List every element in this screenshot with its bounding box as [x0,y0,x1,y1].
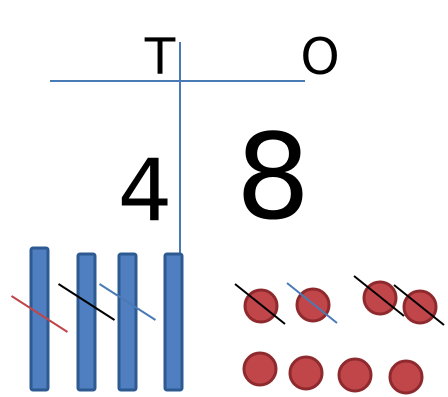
ones-counter [337,357,373,393]
tens-rod [117,252,138,392]
counter-cross-mark [353,275,405,317]
rod-cross-mark [98,283,157,321]
tens-rods-group [29,246,184,392]
counter-cross-mark [234,283,286,325]
tens-rod [163,252,184,392]
tens-rod [76,252,97,392]
counter-cross-mark [286,282,338,324]
tens-digit: 4 [118,141,173,241]
ones-counters-group [242,280,438,395]
ones-header: O [300,28,339,86]
ones-digit: 8 [235,108,310,246]
ones-counter [388,359,424,395]
counter-cross-mark [393,284,445,326]
rod-cross-mark [57,283,116,321]
ones-counter [242,351,278,387]
ones-counter [288,355,324,391]
tens-header: T [144,28,176,86]
cross-marks-group [10,275,445,333]
rod-cross-mark [10,295,69,333]
